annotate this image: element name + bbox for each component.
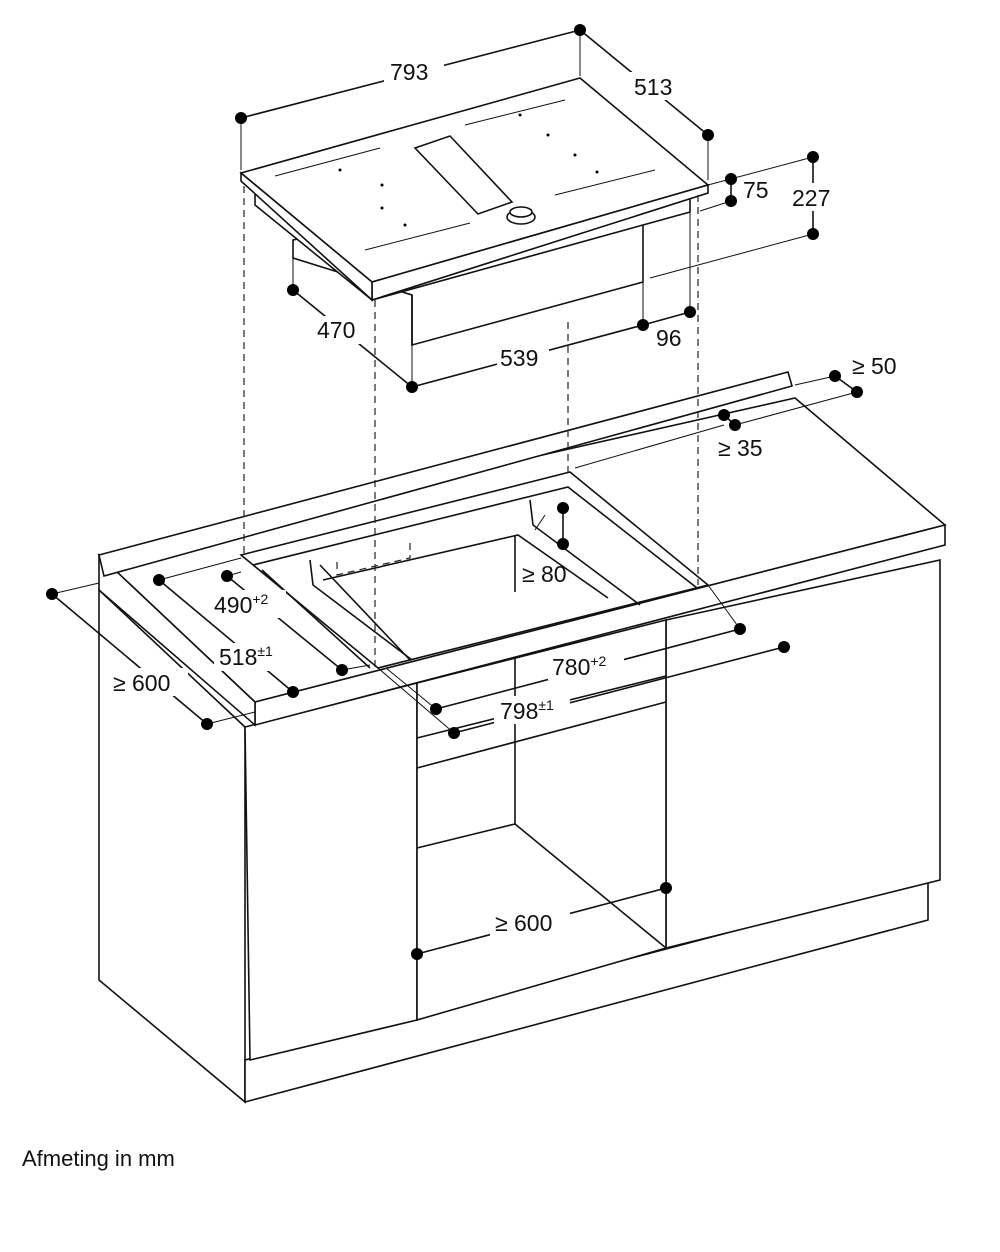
label-hob-thickness: 75 bbox=[743, 177, 769, 203]
kitchen-cabinet bbox=[98, 559, 941, 1104]
label-worktop-depth: ≥ 600 bbox=[113, 670, 170, 696]
label-body-depth: 470 bbox=[317, 317, 355, 343]
label-hob-width: 793 bbox=[390, 59, 428, 85]
label-total-height: 227 bbox=[792, 185, 830, 211]
label-min-back-edge: ≥ 50 bbox=[852, 353, 897, 379]
projection-lines bbox=[243, 186, 699, 668]
label-body-width: 539 bbox=[500, 345, 538, 371]
label-cutout-depth: 490+2 bbox=[214, 591, 269, 618]
label-cabinet-width: ≥ 600 bbox=[495, 910, 552, 936]
label-min-front-gap: ≥ 80 bbox=[522, 561, 567, 587]
dimension-labels: 793 513 75 227 470 539 96 ≥ 50 ≥ 35 ≥ 80… bbox=[108, 58, 897, 936]
label-min-back-distance: ≥ 35 bbox=[718, 435, 763, 461]
label-cutout-width: 780+2 bbox=[552, 653, 607, 680]
units-caption: Afmeting in mm bbox=[22, 1146, 175, 1171]
induction-hob bbox=[239, 77, 710, 347]
label-hob-depth: 513 bbox=[634, 74, 672, 100]
label-body-offset: 96 bbox=[656, 325, 682, 351]
dimension-dots bbox=[46, 24, 863, 960]
label-recess-width: 798±1 bbox=[500, 697, 554, 724]
worktop bbox=[97, 371, 947, 727]
label-recess-depth: 518±1 bbox=[219, 643, 273, 670]
